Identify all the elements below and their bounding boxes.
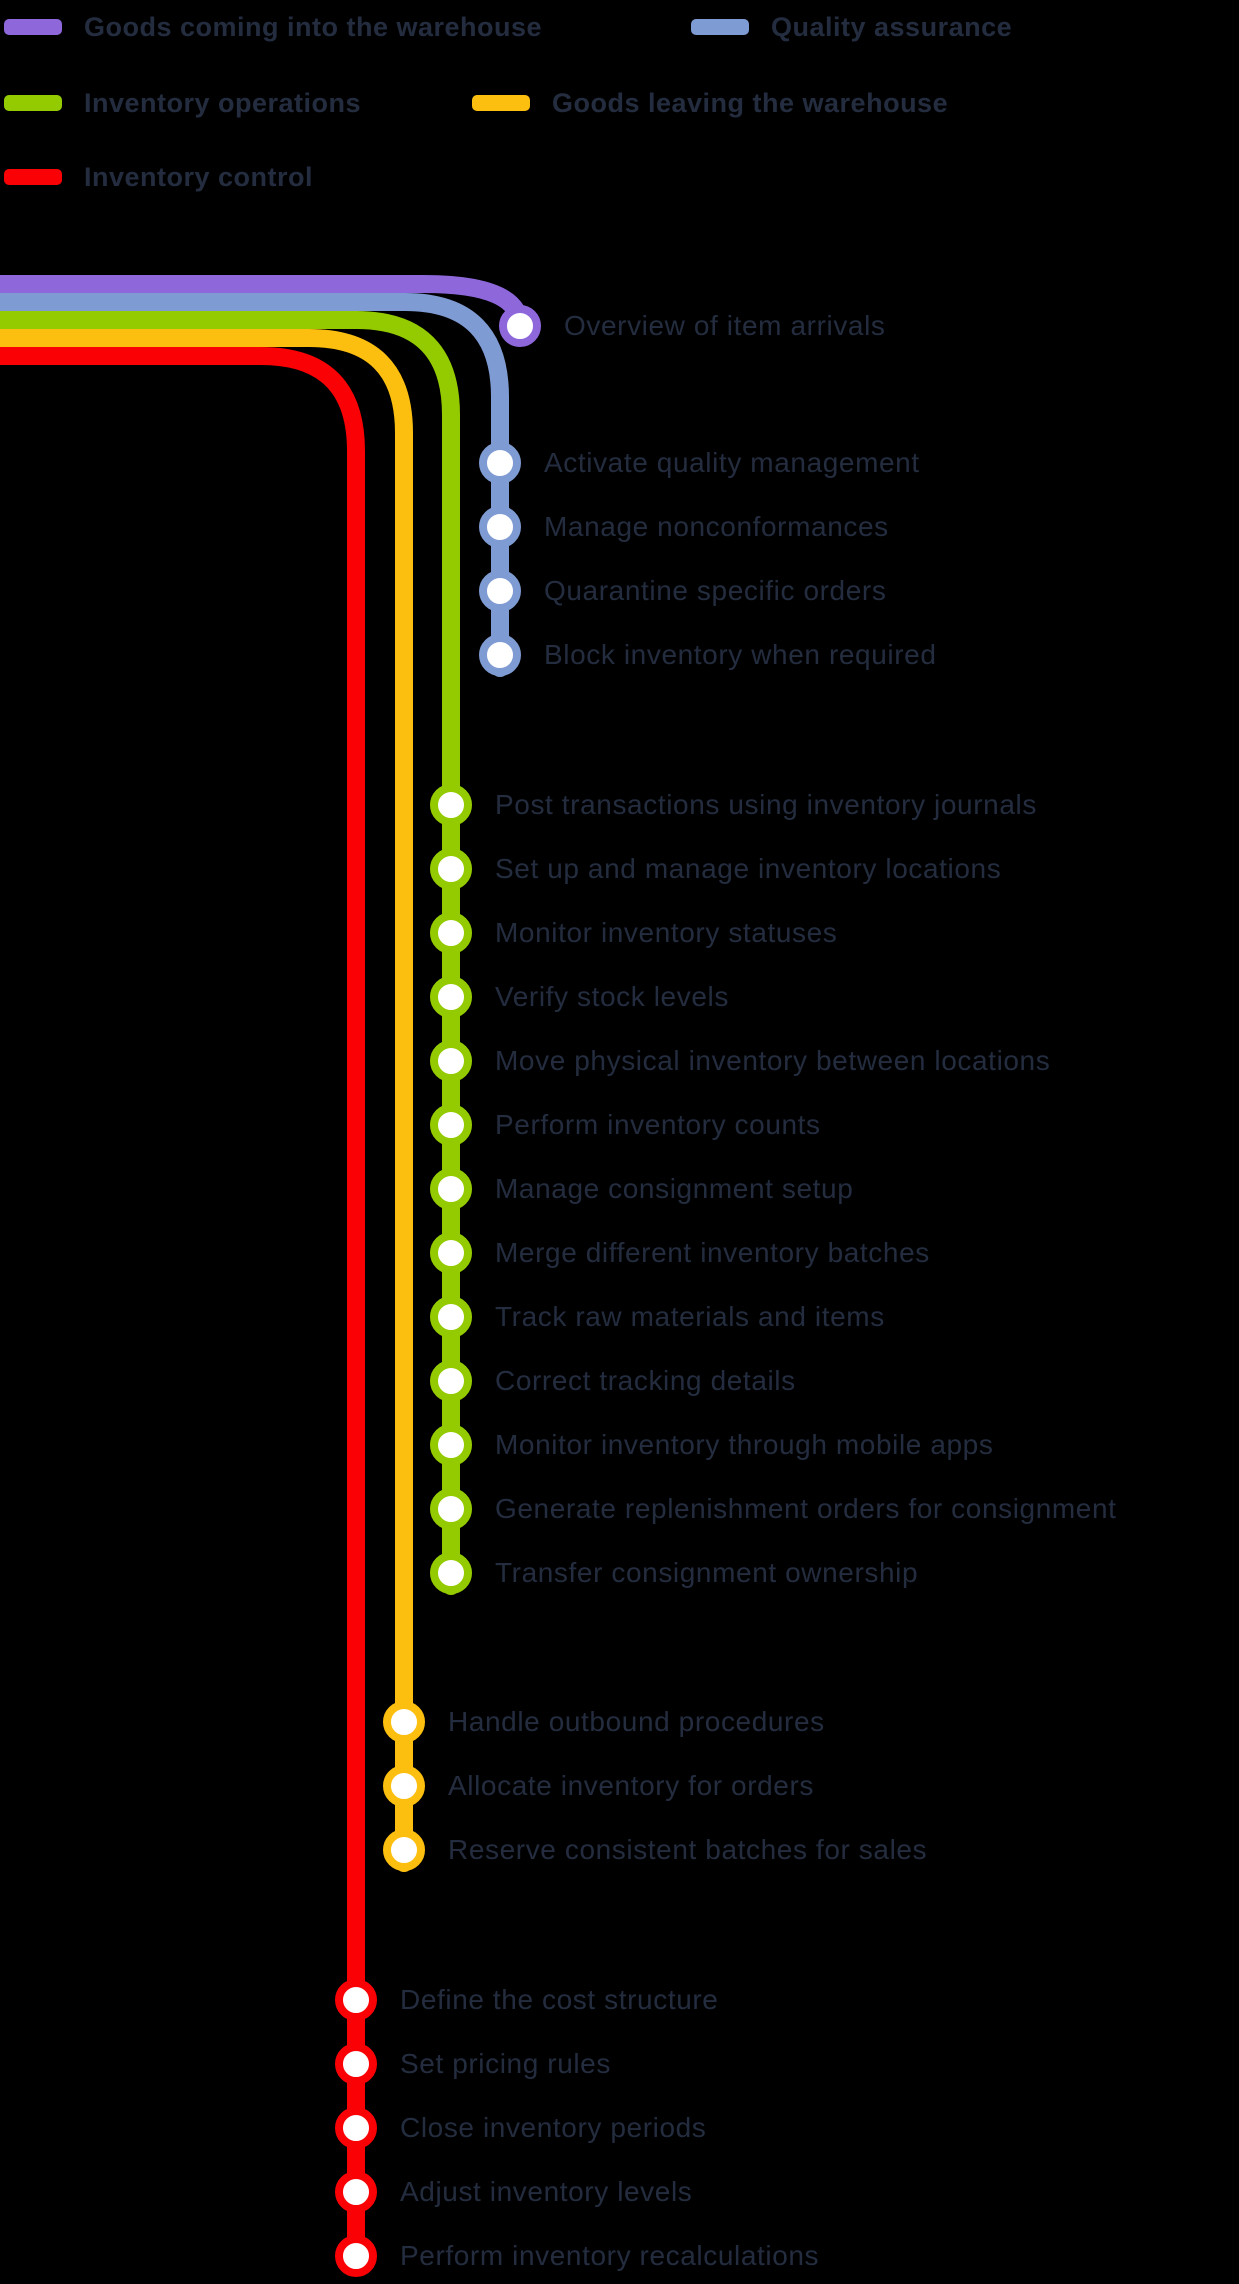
station-label: Correct tracking details bbox=[495, 1365, 796, 1396]
legend-item-goods-out: Goods leaving the warehouse bbox=[472, 85, 948, 121]
legend-item-inventory-operations: Inventory operations bbox=[4, 85, 361, 121]
station-label: Allocate inventory for orders bbox=[448, 1770, 815, 1801]
station-label: Handle outbound procedures bbox=[448, 1706, 825, 1737]
line-goods-out bbox=[0, 329, 413, 1872]
station-node bbox=[335, 2043, 377, 2085]
station-node bbox=[430, 976, 472, 1018]
station-label: Verify stock levels bbox=[495, 981, 729, 1012]
station-label: Define the cost structure bbox=[400, 1984, 719, 2015]
station-label: Transfer consignment ownership bbox=[495, 1557, 919, 1588]
line-inventory-control bbox=[0, 347, 365, 2271]
legend-swatch-inventory-control bbox=[4, 169, 62, 185]
station-label: Block inventory when required bbox=[544, 639, 937, 670]
station-node bbox=[430, 1360, 472, 1402]
station-label: Manage nonconformances bbox=[544, 511, 889, 542]
legend-label-goods-in: Goods coming into the warehouse bbox=[84, 11, 543, 42]
station-node bbox=[479, 506, 521, 548]
station-node bbox=[335, 1979, 377, 2021]
legend-swatch-quality-assurance bbox=[691, 19, 749, 35]
station-label: Monitor inventory through mobile apps bbox=[495, 1429, 994, 1460]
station-label: Perform inventory recalculations bbox=[400, 2240, 820, 2271]
station-label: Post transactions using inventory journa… bbox=[495, 789, 1037, 820]
station-node bbox=[430, 1040, 472, 1082]
legend-swatch-inventory-operations bbox=[4, 95, 62, 111]
station-label: Manage consignment setup bbox=[495, 1173, 854, 1204]
station-node bbox=[383, 1829, 425, 1871]
station-node bbox=[430, 784, 472, 826]
legend-swatch-goods-out bbox=[472, 95, 530, 111]
station-label: Set up and manage inventory locations bbox=[495, 853, 1002, 884]
station-label: Close inventory periods bbox=[400, 2112, 707, 2143]
station-label: Move physical inventory between location… bbox=[495, 1045, 1051, 1076]
station-label: Perform inventory counts bbox=[495, 1109, 821, 1140]
legend-label-inventory-control: Inventory control bbox=[84, 161, 314, 192]
station-node bbox=[383, 1701, 425, 1743]
station-label: Overview of item arrivals bbox=[564, 310, 886, 341]
station-label: Generate replenishment orders for consig… bbox=[495, 1493, 1117, 1524]
station-label: Quarantine specific orders bbox=[544, 575, 887, 606]
legend-label-quality-assurance: Quality assurance bbox=[771, 11, 1013, 42]
station-node bbox=[335, 2235, 377, 2277]
station-node bbox=[383, 1765, 425, 1807]
station-label: Track raw materials and items bbox=[495, 1301, 885, 1332]
station-node bbox=[499, 305, 541, 347]
line-inventory-operations bbox=[0, 311, 460, 1595]
station-node bbox=[430, 1552, 472, 1594]
legend-item-goods-in: Goods coming into the warehouse bbox=[4, 9, 542, 45]
legend-label-goods-out: Goods leaving the warehouse bbox=[552, 87, 949, 118]
line-quality-assurance bbox=[0, 293, 509, 677]
station-node bbox=[430, 1488, 472, 1530]
station-node bbox=[430, 848, 472, 890]
station-node bbox=[479, 570, 521, 612]
legend-item-inventory-control: Inventory control bbox=[4, 159, 313, 195]
station-label: Monitor inventory statuses bbox=[495, 917, 838, 948]
station-node bbox=[430, 1424, 472, 1466]
legend-label-inventory-operations: Inventory operations bbox=[84, 87, 362, 118]
station-node bbox=[430, 912, 472, 954]
station-label: Activate quality management bbox=[544, 447, 920, 478]
station-node bbox=[430, 1168, 472, 1210]
station-node bbox=[479, 442, 521, 484]
station-label: Set pricing rules bbox=[400, 2048, 611, 2079]
station-node bbox=[335, 2171, 377, 2213]
station-node bbox=[335, 2107, 377, 2149]
station-node bbox=[430, 1104, 472, 1146]
station-label: Adjust inventory levels bbox=[400, 2176, 693, 2207]
station-node bbox=[479, 634, 521, 676]
station-label: Merge different inventory batches bbox=[495, 1237, 930, 1268]
legend-swatch-goods-in bbox=[4, 19, 62, 35]
station-node bbox=[430, 1232, 472, 1274]
station-node bbox=[430, 1296, 472, 1338]
legend-item-quality-assurance: Quality assurance bbox=[691, 9, 1012, 45]
station-label: Reserve consistent batches for sales bbox=[448, 1834, 928, 1865]
